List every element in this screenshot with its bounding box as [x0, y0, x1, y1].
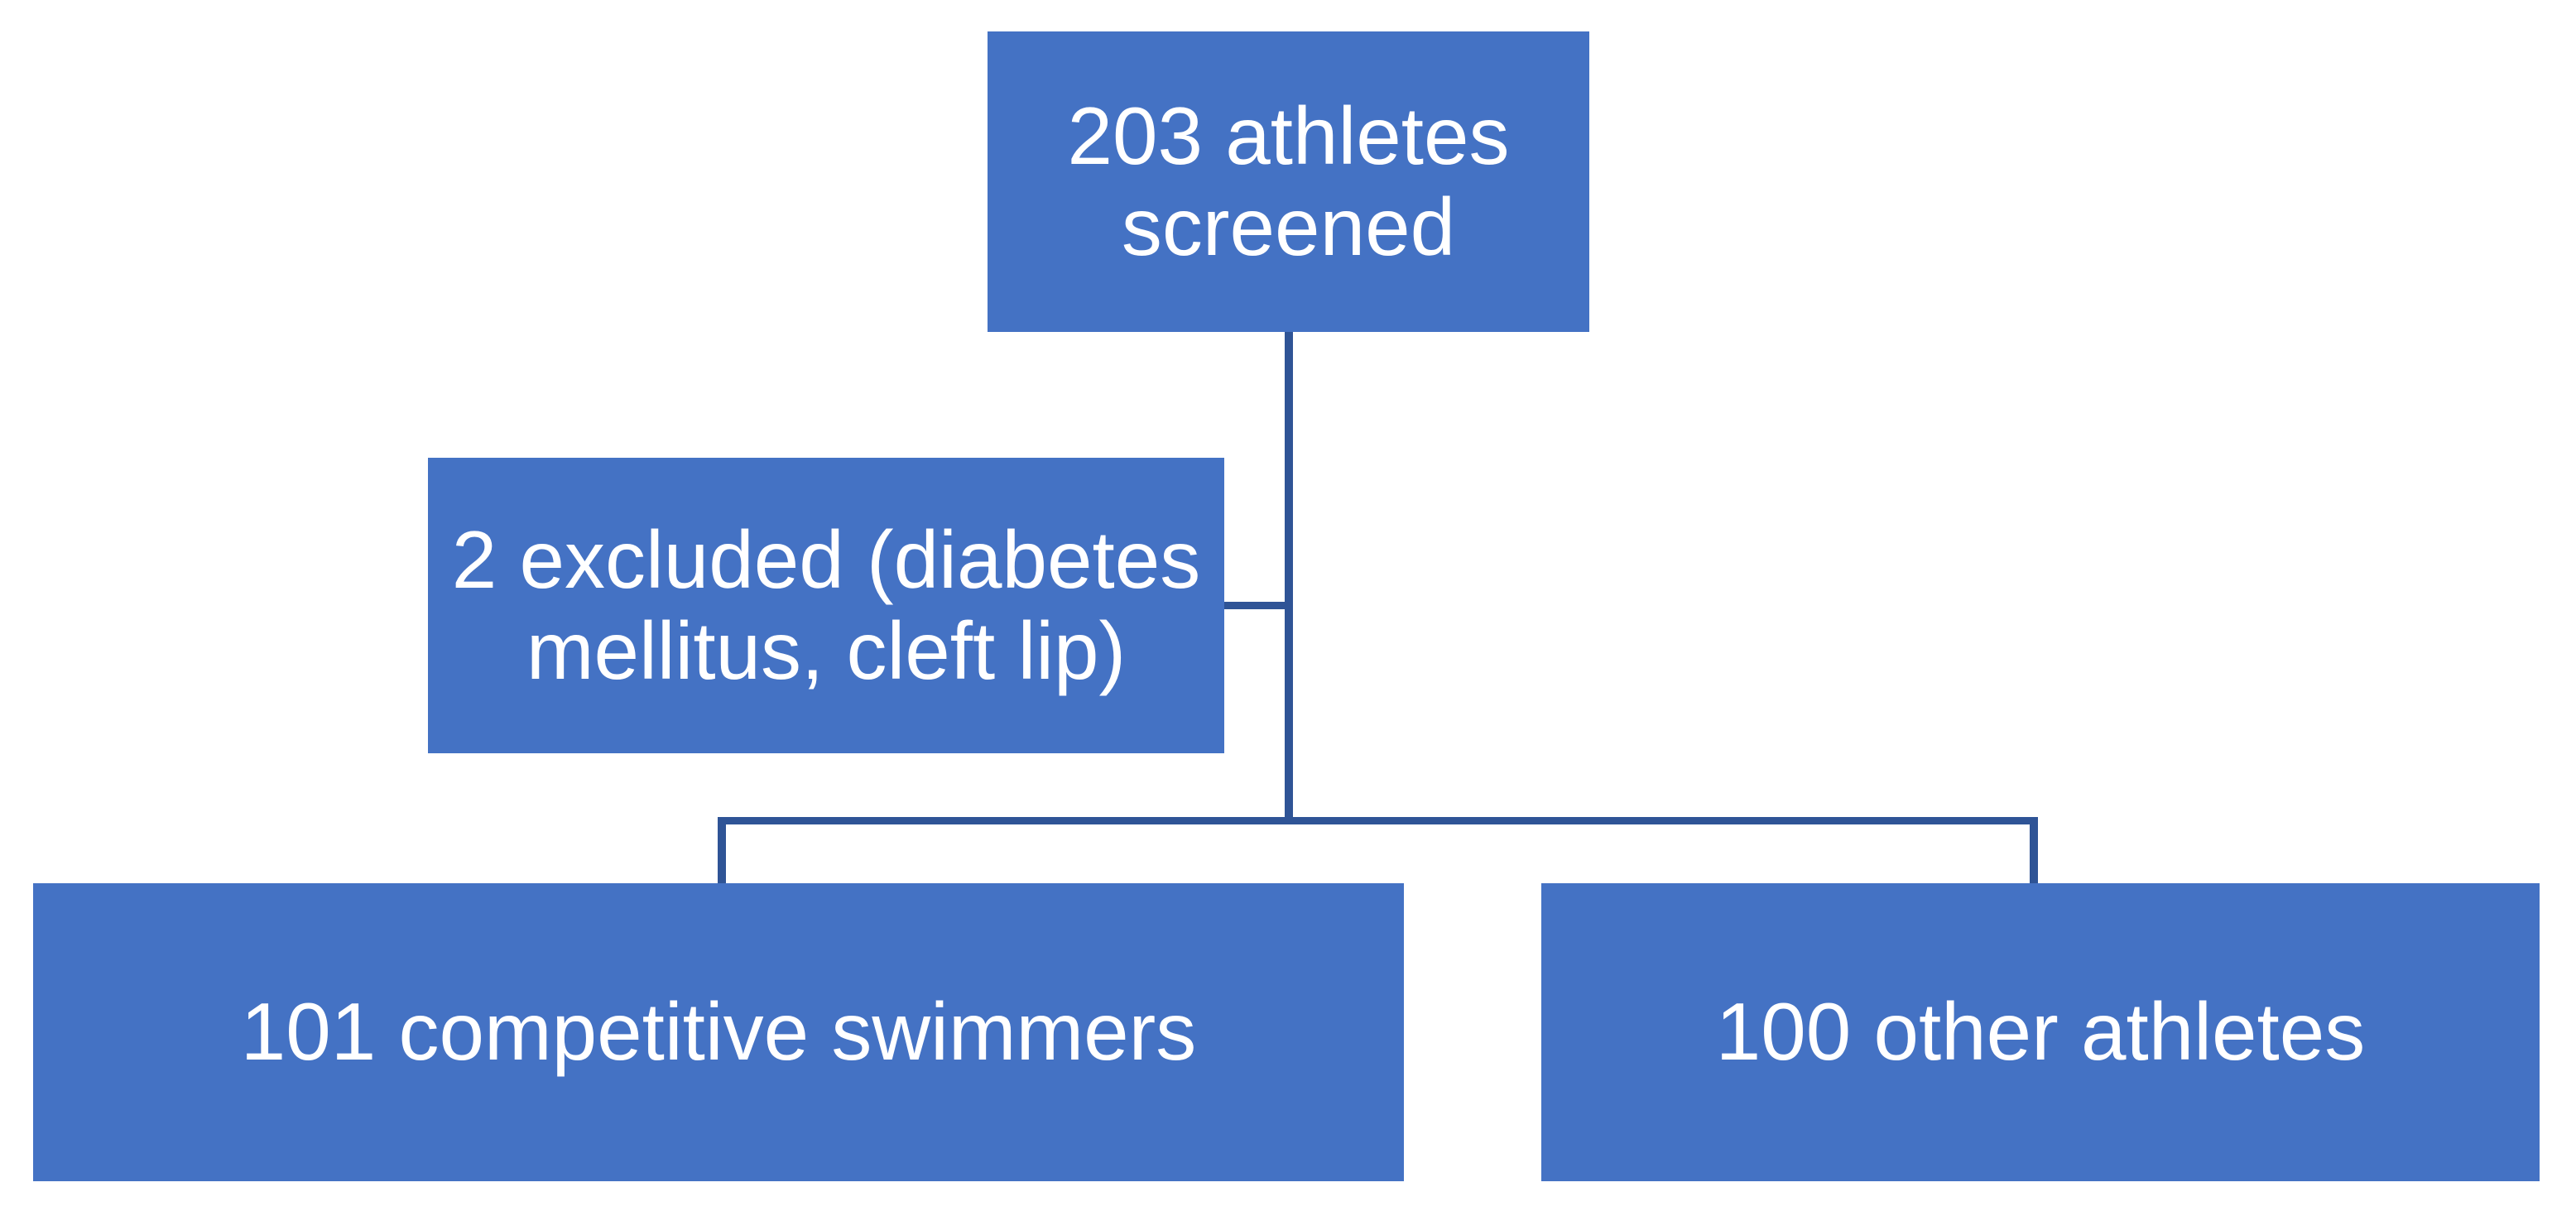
- node-excluded-line1: 2 excluded (diabetes: [451, 513, 1201, 605]
- connector-branch-horizontal: [718, 817, 2038, 824]
- node-competitive-swimmers-label: 101 competitive swimmers: [240, 986, 1197, 1078]
- node-excluded: 2 excluded (diabetes mellitus, cleft lip…: [428, 458, 1224, 753]
- node-athletes-screened-line1: 203 athletes: [1067, 89, 1510, 181]
- connector-drop-others: [2030, 817, 2038, 885]
- node-competitive-swimmers: 101 competitive swimmers: [33, 883, 1404, 1181]
- connector-screened-down: [1285, 332, 1293, 824]
- node-athletes-screened: 203 athletes screened: [988, 31, 1589, 332]
- node-athletes-screened-line2: screened: [1121, 180, 1456, 272]
- node-other-athletes: 100 other athletes: [1541, 883, 2540, 1181]
- connector-drop-swimmers: [718, 817, 726, 885]
- connector-excluded-stub: [1224, 602, 1291, 609]
- node-other-athletes-label: 100 other athletes: [1715, 986, 2366, 1078]
- node-excluded-line2: mellitus, cleft lip): [526, 604, 1127, 696]
